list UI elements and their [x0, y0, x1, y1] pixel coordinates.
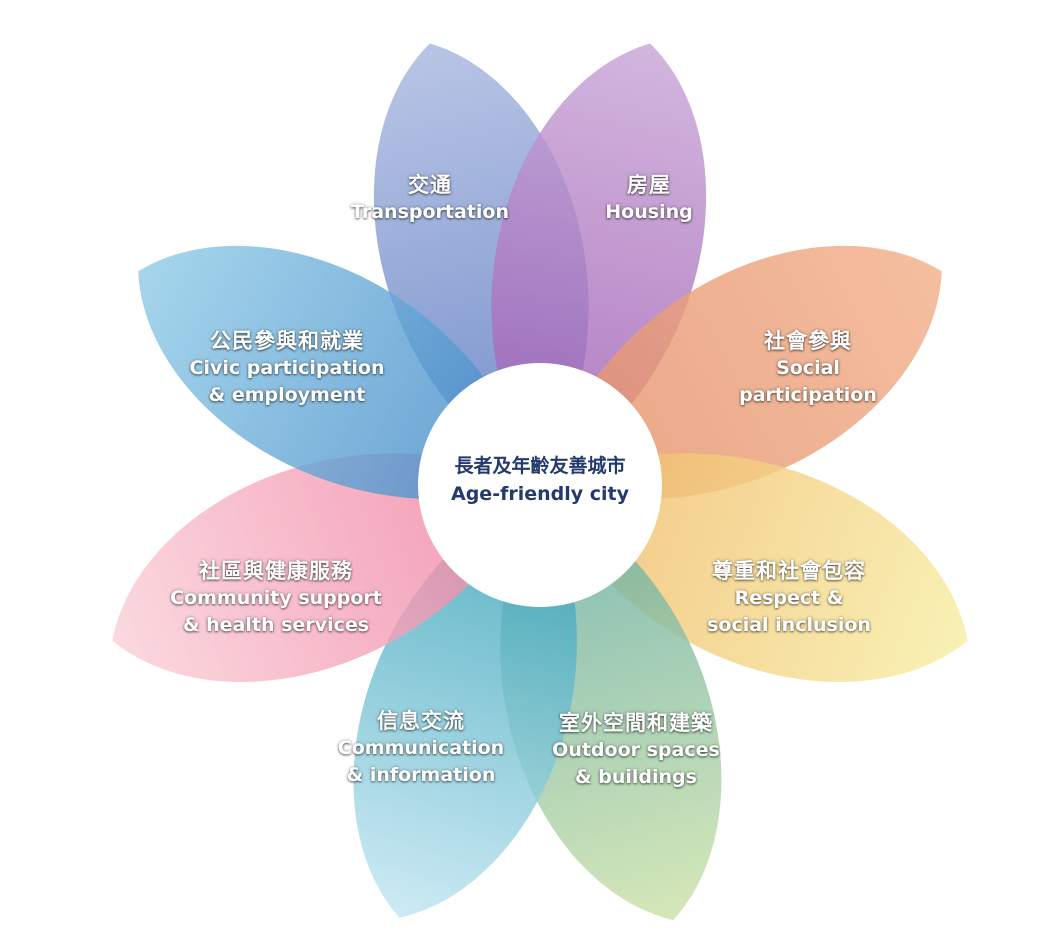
petal-zh: 公民參與和就業: [210, 329, 364, 353]
center-label: 長者及年齡友善城市 Age-friendly city: [451, 452, 629, 508]
petal-en: Transportation: [350, 201, 510, 223]
center-label-zh: 長者及年齡友善城市: [454, 455, 626, 477]
petal-zh: 社會參與: [763, 329, 852, 353]
petal-en: & information: [346, 764, 496, 786]
petal-en: & employment: [208, 384, 366, 406]
petal-label-civic-participation: 公民參與和就業 Civic participation & employment: [190, 328, 385, 409]
petal-en: Civic participation: [189, 357, 385, 379]
petal-zh: 室外空間和建築: [559, 711, 713, 735]
petal-label-communication: 信息交流 Communication & information: [338, 708, 504, 789]
center-label-en: Age-friendly city: [451, 483, 629, 505]
petal-label-housing: 房屋 Housing: [605, 172, 692, 226]
petal-label-community-health: 社區與健康服務 Community support & health servi…: [170, 558, 382, 639]
petal-en: Housing: [605, 201, 693, 223]
petal-en: participation: [739, 384, 877, 406]
petal-en: Outdoor spaces: [552, 739, 720, 761]
petal-zh: 房屋: [627, 173, 671, 197]
petal-label-social-participation: 社會參與 Social participation: [739, 328, 877, 409]
center-circle: [418, 363, 662, 607]
petal-en: Community support: [170, 587, 382, 609]
petal-zh: 社區與健康服務: [198, 559, 353, 583]
petal-zh: 交通: [407, 173, 452, 197]
petal-zh: 信息交流: [376, 709, 465, 733]
petal-en: Social: [776, 357, 840, 379]
petal-label-transportation: 交通 Transportation: [351, 172, 509, 226]
petal-en: Communication: [337, 737, 505, 759]
petal-en: Respect &: [734, 587, 844, 609]
petal-en: & health services: [182, 614, 370, 636]
petal-label-respect-inclusion: 尊重和社會包容 Respect & social inclusion: [707, 558, 871, 639]
petal-en: social inclusion: [707, 614, 871, 636]
petal-en: & buildings: [575, 766, 697, 788]
petal-label-outdoor-spaces: 室外空間和建築 Outdoor spaces & buildings: [552, 710, 720, 791]
petal-zh: 尊重和社會包容: [712, 559, 866, 583]
